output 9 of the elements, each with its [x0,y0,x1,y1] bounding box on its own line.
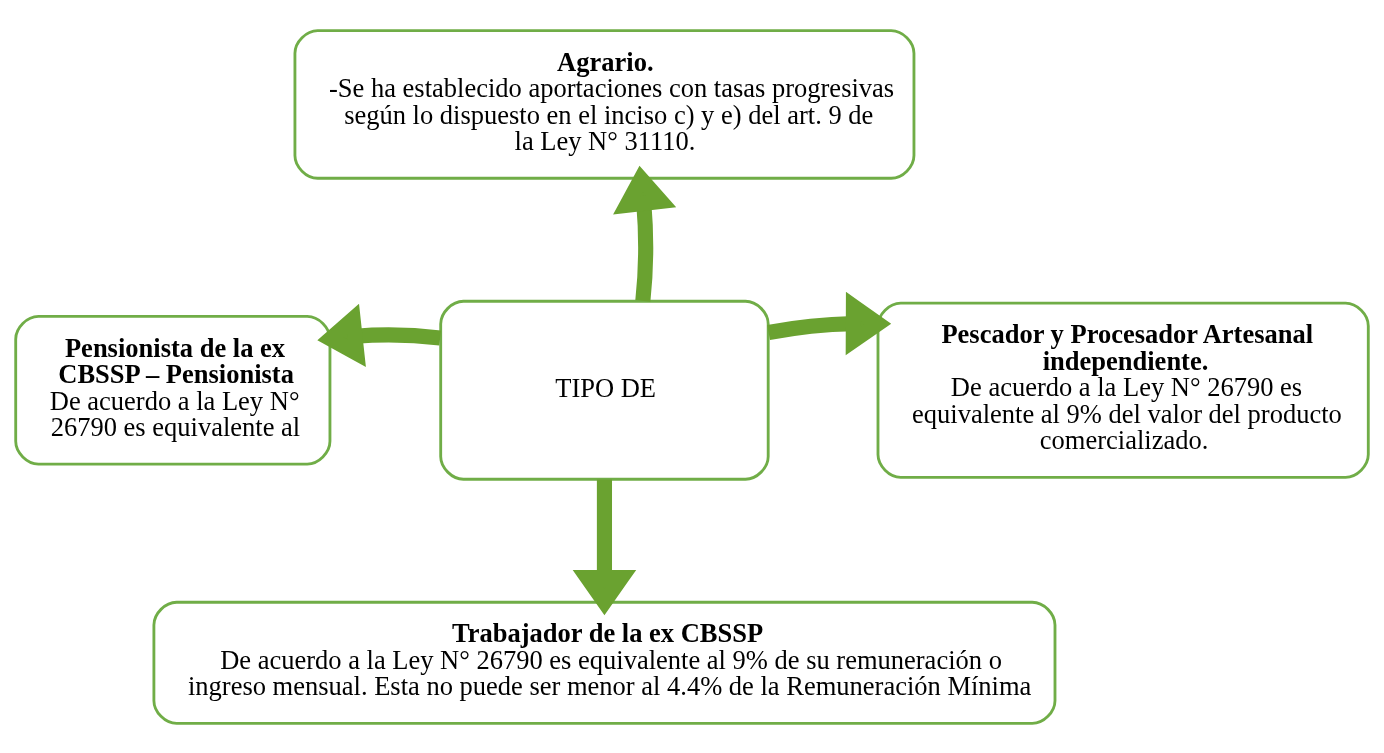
node-box: Pescador y Procesador Artesanal independiente. De acuerdo a la Ley N° 26790 es equivalente al 9% del valor del producto comercializado. [876,301,1370,479]
node-box: Pensionista de la ex CBSSP – Pensionista De acuerdo a la Ley N° 26790 es equivalente al [14,314,332,465]
arrow [613,165,677,302]
arrow [572,478,637,615]
node-box: Agrario. -Se ha establecido aportaciones con tasas progresivas según lo dispuesto en el inciso c) y e) del art. 9 de la Ley N° 31110. [293,28,916,180]
node-box: TIPO DE [439,299,770,481]
arrow [317,303,442,367]
node-box: Trabajador de la ex CBSSP De acuerdo a la Ley N° 26790 es equivalente al 9% de su remuneración o ingreso mensual. Esta no puede ser menor al 4.4% de la Remuneración Mínima [152,600,1057,725]
arrow [767,291,892,355]
